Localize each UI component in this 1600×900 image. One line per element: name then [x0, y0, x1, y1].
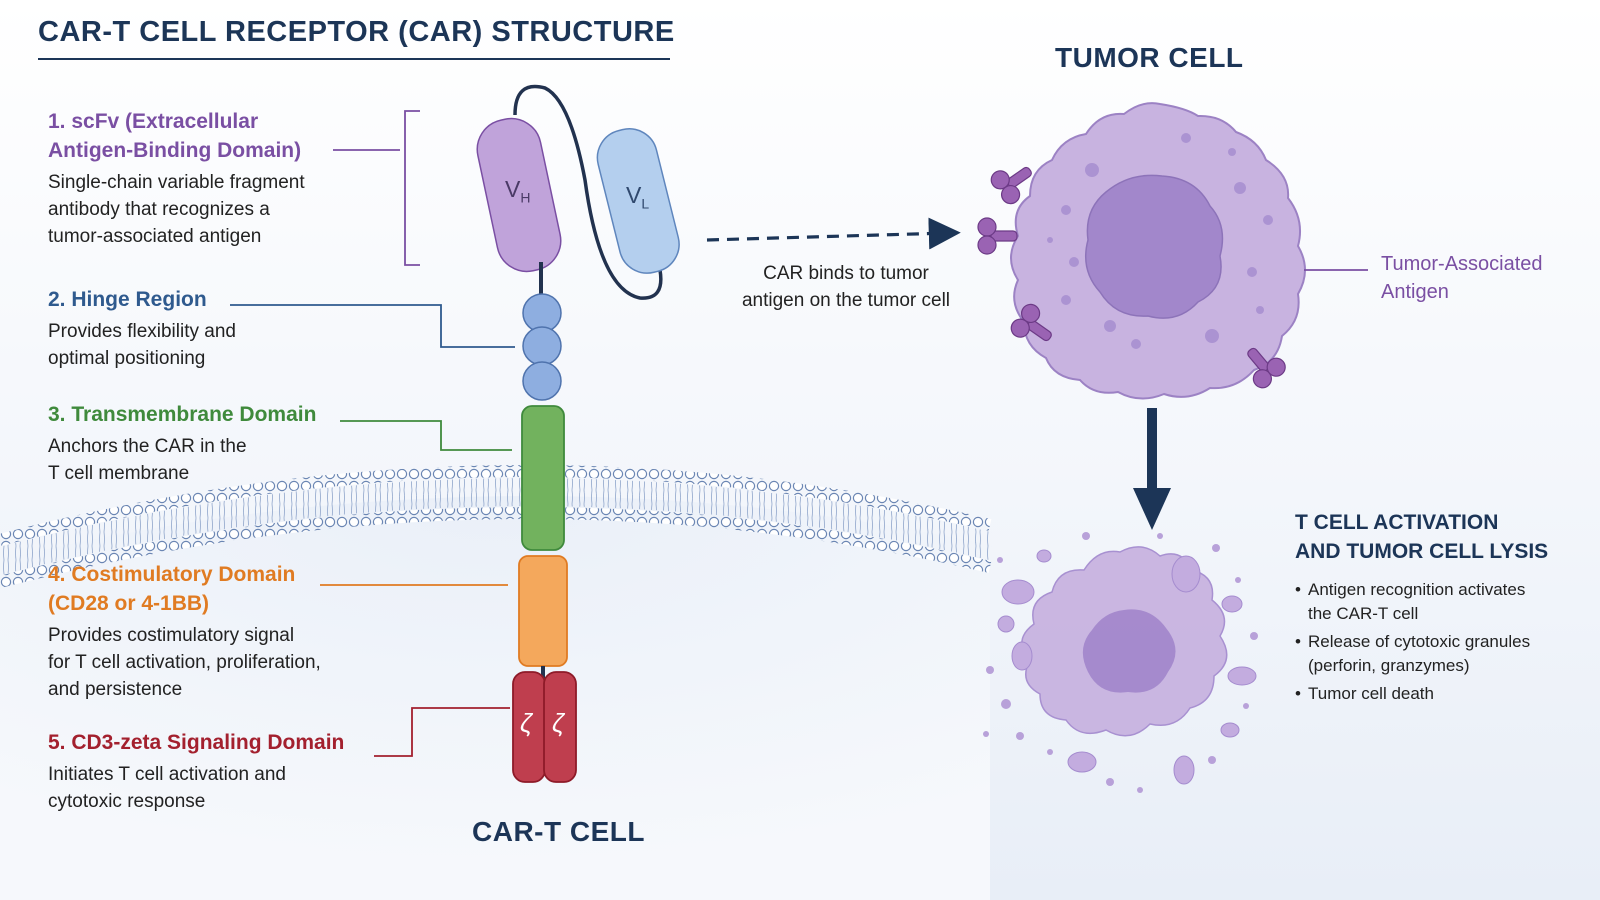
domain-scfv: 1. scFv (Extracellular Antigen-Binding D… [48, 107, 305, 250]
binding-caption: CAR binds to tumor antigen on the tumor … [741, 263, 951, 311]
page-title: CAR-T CELL RECEPTOR (CAR) STRUCTURE [38, 16, 675, 48]
domain-costim-desc: Provides costimulatory signal for T cell… [48, 625, 321, 700]
domain-cd3zeta-title: 5. CD3-zeta Signaling Domain [48, 731, 345, 754]
antigen-1 [990, 166, 1032, 205]
scfv-linker [513, 84, 663, 300]
lysed-tumor-cell [983, 532, 1258, 793]
tumor-cell-label: TUMOR CELL [1055, 42, 1244, 73]
cd3zeta-domain [512, 671, 577, 783]
leader-lines [230, 110, 515, 757]
domain-transmembrane-title: 3. Transmembrane Domain [48, 403, 317, 426]
title-underline [38, 58, 670, 60]
activation-bullet: Tumor cell death [1295, 682, 1548, 706]
domain-transmembrane-desc: Anchors the CAR in the T cell membrane [48, 436, 247, 484]
transmembrane-domain [521, 405, 565, 551]
hinge-domain [522, 293, 562, 401]
antigen-3 [1010, 303, 1052, 342]
activation-bullet: Antigen recognition activates the CAR-T … [1295, 578, 1548, 626]
domain-scfv-title: 1. scFv (Extracellular Antigen-Binding D… [48, 110, 302, 162]
leader-cd3zeta [374, 707, 510, 757]
domain-hinge-desc: Provides flexibility and optimal positio… [48, 321, 236, 369]
domain-cd3zeta: 5. CD3-zeta Signaling Domain Initiates T… [48, 728, 344, 815]
car-receptor [476, 84, 680, 783]
leader-scfv [333, 110, 420, 266]
cart-cell-label: CAR-T CELL [472, 816, 645, 847]
domain-cd3zeta-desc: Initiates T cell activation and cytotoxi… [48, 764, 286, 812]
tumor-cell [1010, 102, 1306, 400]
zeta-symbol-2: ζ [552, 708, 565, 738]
antigen-2 [977, 217, 1018, 255]
down-arrow [1133, 408, 1171, 530]
cell-membrane [0, 465, 992, 588]
zeta-symbol-1: ζ [520, 708, 533, 738]
leader-transmembrane [340, 420, 512, 451]
antigen-label: Tumor-Associated Antigen [1381, 253, 1543, 303]
antigen-4 [1247, 347, 1286, 389]
domain-hinge-title: 2. Hinge Region [48, 288, 207, 311]
costim-domain [518, 555, 568, 667]
domain-hinge: 2. Hinge Region Provides flexibility and… [48, 285, 236, 372]
domain-scfv-desc: Single-chain variable fragment antibody … [48, 172, 305, 247]
vh-label: VH [505, 176, 531, 206]
tumor-antigens [977, 166, 1286, 389]
activation-bullet: Release of cytotoxic granules (perforin,… [1295, 630, 1548, 678]
vl-label: VL [626, 182, 650, 212]
domain-costim-title: 4. Costimulatory Domain (CD28 or 4-1BB) [48, 563, 296, 615]
activation-list: Antigen recognition activates the CAR-T … [1295, 578, 1548, 706]
leader-hinge [230, 304, 515, 348]
binding-arrow [706, 217, 961, 250]
activation-title: T CELL ACTIVATION AND TUMOR CELL LYSIS [1295, 511, 1549, 563]
tumor-nucleus [1085, 174, 1224, 319]
domain-costim: 4. Costimulatory Domain (CD28 or 4-1BB) … [48, 560, 321, 703]
domain-transmembrane: 3. Transmembrane Domain Anchors the CAR … [48, 400, 316, 487]
vh-domain [476, 117, 562, 273]
activation-panel: T CELL ACTIVATION AND TUMOR CELL LYSIS A… [1295, 508, 1548, 710]
cart-cell-interior [0, 496, 990, 900]
vl-domain [596, 128, 680, 274]
